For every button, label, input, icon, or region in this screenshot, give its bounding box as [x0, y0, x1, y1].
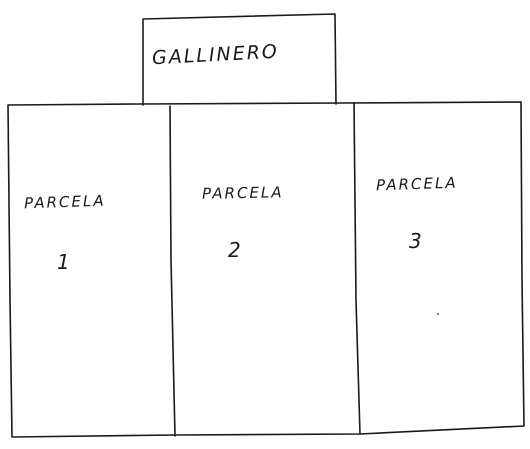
plot-divider-2: [353, 102, 361, 435]
plot-divider-1: [169, 105, 176, 437]
plot-3-label: PARCELA: [375, 173, 458, 195]
coop-outline: [142, 13, 337, 106]
stray-mark: [437, 313, 439, 315]
plot-2-number: 2: [228, 238, 241, 262]
plot-3-number: 3: [409, 229, 422, 253]
plot-2-label: PARCELA: [201, 183, 284, 203]
plot-1-label: PARCELA: [23, 191, 106, 213]
plot-1-number: 1: [57, 250, 70, 274]
field-outline: [7, 101, 525, 438]
